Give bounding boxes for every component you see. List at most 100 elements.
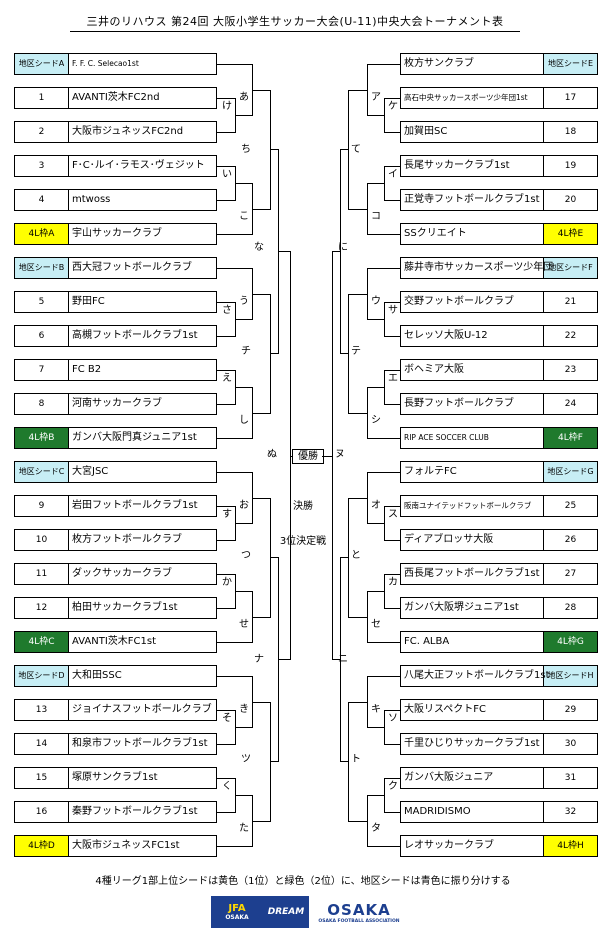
- left-seed-15: 11: [14, 563, 69, 585]
- right-team-18: 八尾大正フットボールクラブ1st: [400, 665, 550, 687]
- jfa-logo-text: JFA: [228, 903, 246, 914]
- left-seed-6: 地区シードB: [14, 257, 69, 279]
- left-seed-12: 地区シードC: [14, 461, 69, 483]
- bracket-line: [235, 727, 252, 728]
- right-seed-23: 4L枠H: [543, 835, 598, 857]
- right-seed-18: 地区シードH: [543, 665, 598, 687]
- bracket-line: [367, 438, 400, 439]
- bracket-line: [348, 89, 367, 91]
- right-team-15: 西長尾フットボールクラブ1st: [400, 563, 543, 585]
- osaka-fa-logo: OSAKA OSAKA FOOTBALL ASSOCIATION: [318, 896, 400, 928]
- bracket-line: [252, 293, 270, 295]
- bracket-line: [384, 132, 400, 133]
- left-seed-4: 4: [14, 189, 69, 211]
- left-seed-3: 3: [14, 155, 69, 177]
- bracket-line: [217, 778, 235, 779]
- bracket-line: [217, 812, 235, 813]
- bracket-line: [217, 574, 235, 575]
- bracket-line: [217, 846, 252, 847]
- match-label: く: [222, 781, 232, 792]
- match-label: カ: [388, 577, 398, 588]
- right-seed-17: 4L枠G: [543, 631, 598, 653]
- bracket-line: [384, 166, 385, 201]
- bracket-line: [252, 616, 270, 618]
- jfa-logo: JFA OSAKA: [211, 896, 263, 928]
- left-team-17: AVANTI茨木FC1st: [69, 631, 217, 653]
- right-team-7: 交野フットボールクラブ: [400, 291, 543, 313]
- bracket-line: [217, 132, 235, 133]
- left-seed-1: 1: [14, 87, 69, 109]
- left-team-6: 西大冠フットボールクラブ: [69, 257, 217, 279]
- bracket-line: [384, 506, 385, 541]
- right-seed-1: 17: [543, 87, 598, 109]
- left-team-18: 大和田SSC: [69, 665, 217, 687]
- winner-label: 優勝: [292, 449, 324, 464]
- bracket-line: [340, 557, 341, 762]
- match-label: オ: [371, 499, 381, 511]
- right-seed-0: 地区シードE: [543, 53, 598, 75]
- left-seed-17: 4L枠C: [14, 631, 69, 653]
- bracket-line: [252, 412, 270, 414]
- bracket-line: [348, 89, 349, 210]
- bracket-line: [235, 319, 252, 320]
- bracket-line: [217, 506, 235, 507]
- bracket-line: [217, 200, 235, 201]
- left-seed-21: 15: [14, 767, 69, 789]
- bracket-line: [367, 795, 384, 796]
- left-seed-10: 8: [14, 393, 69, 415]
- right-team-8: セレッソ大阪U-12: [400, 325, 543, 347]
- bracket-line: [332, 251, 333, 660]
- bracket-line: [384, 506, 400, 507]
- left-seed-16: 12: [14, 597, 69, 619]
- right-team-17: FC. ALBA: [400, 631, 543, 653]
- bracket-line: [367, 591, 368, 643]
- bracket-line: [217, 540, 235, 541]
- bracket-line: [384, 336, 400, 337]
- bracket-line: [235, 115, 252, 116]
- bracket-line: [348, 497, 367, 499]
- right-team-3: 長尾サッカークラブ1st: [400, 155, 543, 177]
- right-team-1: 高石中央サッカースポーツ少年団1st: [400, 87, 543, 109]
- bracket-line: [367, 472, 368, 524]
- bracket-line: [252, 701, 270, 703]
- left-team-20: 和泉市フットボールクラブ1st: [69, 733, 217, 755]
- right-team-13: 阪南ユナイテッドフットボールクラブ: [400, 495, 543, 517]
- right-seed-4: 20: [543, 189, 598, 211]
- right-seed-10: 24: [543, 393, 598, 415]
- bracket-line: [217, 370, 235, 371]
- left-team-0: F. F. C. Selecao1st: [69, 53, 217, 75]
- round-label: ツ: [241, 754, 251, 765]
- round-label: ち: [241, 144, 251, 155]
- bracket-line: [340, 149, 341, 354]
- bracket-line: [217, 234, 252, 235]
- left-team-1: AVANTI茨木FC2nd: [69, 87, 217, 109]
- bracket-line: [384, 166, 400, 167]
- bracket-line: [367, 591, 384, 592]
- right-team-6: 藤井寺市サッカースポーツ少年団: [400, 257, 553, 279]
- bracket-line: [217, 608, 235, 609]
- match-label: え: [222, 373, 232, 384]
- match-label: た: [239, 822, 249, 834]
- match-label: お: [239, 499, 249, 511]
- match-label: き: [239, 703, 249, 715]
- bracket-line: [217, 744, 235, 745]
- left-team-14: 枚方フットボールクラブ: [69, 529, 217, 551]
- match-label: エ: [388, 373, 398, 384]
- bracket-line: [367, 234, 400, 235]
- bracket-line: [348, 701, 349, 822]
- right-team-5: SSクリエイト: [400, 223, 543, 245]
- right-team-16: ガンバ大阪堺ジュニア1st: [400, 597, 543, 619]
- bracket-line: [384, 302, 385, 337]
- left-seed-7: 5: [14, 291, 69, 313]
- bracket-line: [235, 387, 252, 388]
- bracket-line: [384, 98, 385, 133]
- bracket-line: [384, 200, 400, 201]
- bracket-line: [367, 387, 368, 439]
- bracket-line: [367, 846, 400, 847]
- left-seed-18: 地区シードD: [14, 665, 69, 687]
- left-seed-14: 10: [14, 529, 69, 551]
- bracket-line: [217, 268, 252, 269]
- right-seed-14: 26: [543, 529, 598, 551]
- bracket-line: [290, 251, 291, 660]
- bracket-line: [340, 149, 348, 150]
